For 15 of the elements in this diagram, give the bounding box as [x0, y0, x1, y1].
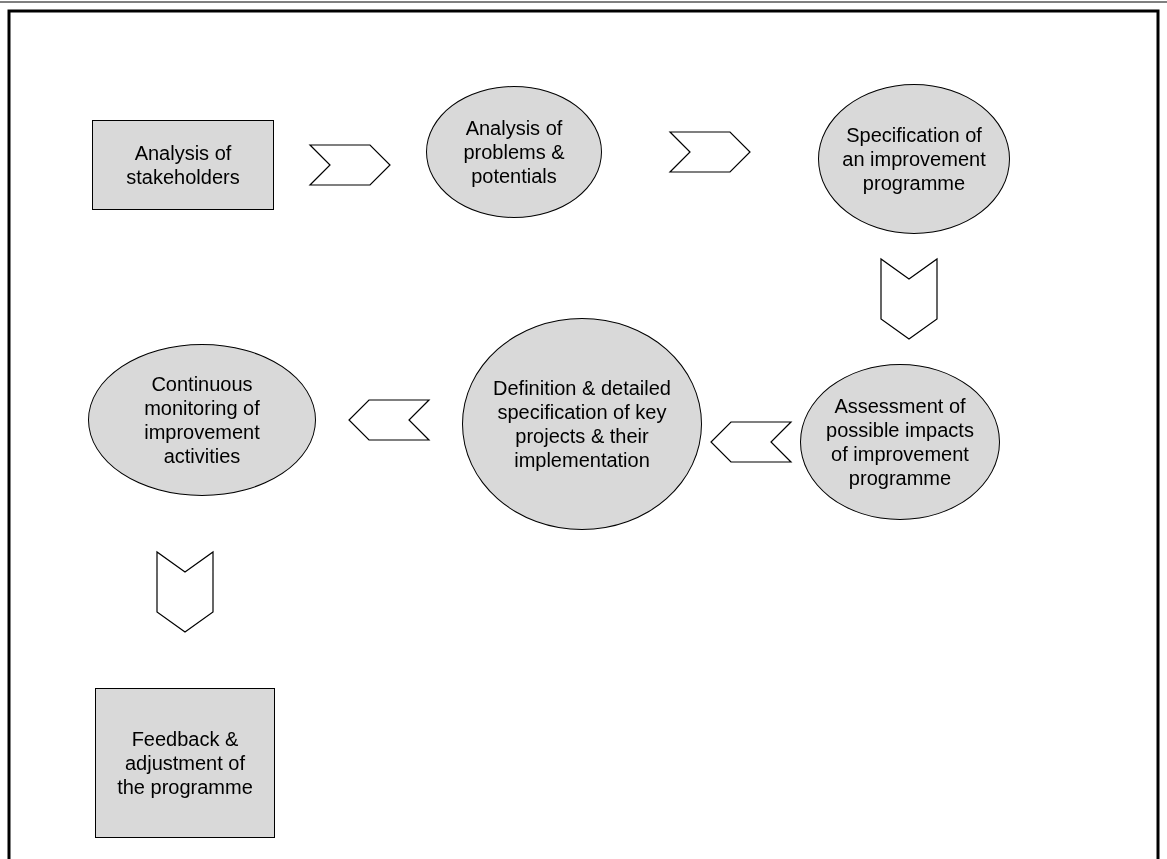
node-label: Definition & detailed specification of key projects & their implementation — [492, 376, 672, 472]
chevron-arrow — [308, 144, 391, 186]
node-label: Assessment of possible impacts of improvement programme — [825, 394, 975, 490]
process-box — [95, 688, 275, 838]
node-label: Feedback & adjustment of the programme — [116, 727, 254, 799]
chevron-arrow — [348, 399, 431, 441]
chevron-arrow — [880, 257, 938, 340]
chevron-arrow — [668, 131, 751, 173]
node-label: Analysis of stakeholders — [125, 141, 241, 189]
chevron-arrow — [156, 550, 214, 633]
chevron-arrow — [710, 421, 793, 463]
process-box — [92, 120, 274, 210]
node-label: Specification of an improvement programme — [841, 123, 987, 195]
node-label: Continuous monitoring of improvement activities — [143, 372, 261, 468]
node-label: Analysis of problems & potentials — [462, 116, 566, 188]
